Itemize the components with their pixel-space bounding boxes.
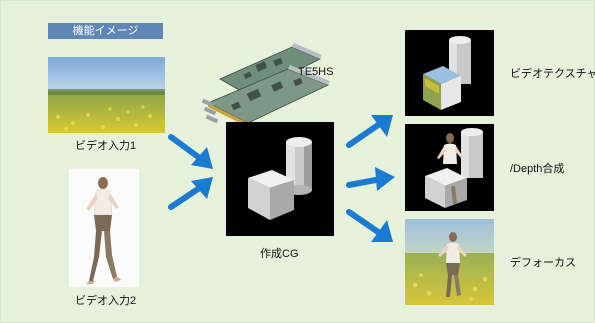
board-card-front xyxy=(201,65,330,127)
output-1-label: ビデオテクスチャ xyxy=(510,68,595,80)
output-3-label: デフォーカス xyxy=(510,257,576,269)
arrow-input1-to-cg xyxy=(168,134,213,169)
cube-shape xyxy=(248,170,294,220)
video-input-2-image xyxy=(69,169,139,287)
output-2-label: /Depth合成 xyxy=(510,163,565,175)
te5hs-board-image xyxy=(196,39,346,134)
video-input-2-label: ビデオ入力2 xyxy=(75,295,137,307)
landscape-photo xyxy=(48,57,165,133)
cg-shapes xyxy=(226,122,334,236)
capture-board-illustration xyxy=(201,43,330,127)
output-video-texture-image xyxy=(405,30,494,116)
video-input-1-image xyxy=(48,57,165,133)
person-photo xyxy=(69,169,139,287)
device-label: TE5HS xyxy=(298,66,334,78)
output-depth-composite-image xyxy=(405,124,494,211)
arrow-cg-to-output-1 xyxy=(346,115,393,148)
output-defocus-image xyxy=(405,219,494,305)
section-title: 機能イメージ xyxy=(48,23,163,39)
board-card-back xyxy=(219,43,322,96)
cg-label: 作成CG xyxy=(260,248,299,260)
video-input-1-label: ビデオ入力1 xyxy=(75,140,137,152)
defocus-photo xyxy=(405,219,494,305)
arrow-input2-to-cg xyxy=(168,177,213,210)
arrow-cg-to-output-3 xyxy=(346,209,393,242)
arrow-cg-to-output-2 xyxy=(346,167,395,191)
cg-render-image xyxy=(226,122,334,236)
textured-shapes xyxy=(405,30,494,116)
depth-composite xyxy=(405,124,494,211)
